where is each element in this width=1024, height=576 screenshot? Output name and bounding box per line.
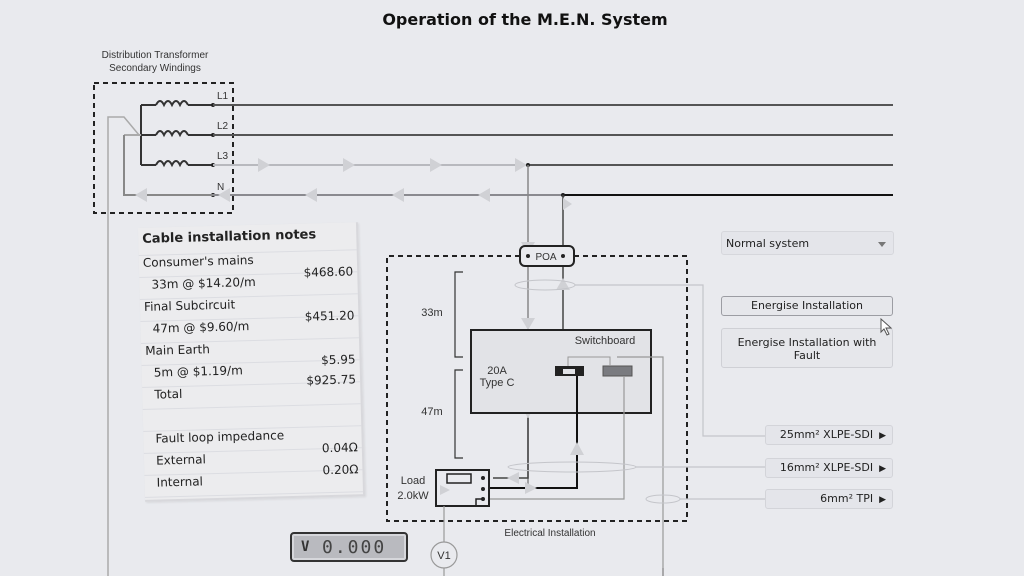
page-title: Operation of the M.E.N. System — [382, 10, 668, 29]
system-mode-select[interactable]: Normal system — [721, 231, 894, 255]
earth-bar — [602, 365, 633, 377]
notes-title: Cable installation notes — [142, 227, 317, 247]
load-label: Load — [401, 475, 425, 487]
main-earth-conductor — [107, 116, 140, 576]
terminal-n: N — [217, 182, 224, 193]
notes-row-label: 33m @ $14.20/m — [151, 274, 256, 292]
play-arrow-icon: ▶ — [879, 495, 886, 505]
current-arrows-l3 — [258, 158, 527, 172]
energise-fault-label-line1: Energise Installation with — [737, 336, 877, 349]
meter-unit: V — [301, 539, 310, 555]
cable-label: 6mm² TPI — [820, 492, 874, 505]
notes-row-label: Main Earth — [145, 342, 211, 358]
notes-row-label: 47m @ $9.60/m — [152, 319, 250, 336]
voltmeter-label: V1 — [437, 550, 450, 562]
notes-row-value: $451.20 — [304, 308, 355, 324]
current-arrows-neutral — [135, 188, 490, 202]
poa-box — [519, 245, 575, 267]
notes-row-label: Consumer's mains — [142, 252, 254, 270]
installation-boundary — [386, 255, 688, 522]
system-mode-value: Normal system — [726, 237, 810, 250]
breaker-type: Type C — [480, 377, 515, 389]
fault-row-value: 0.04Ω — [321, 440, 358, 456]
mouse-cursor-icon — [880, 318, 893, 336]
fault-row-value: 0.20Ω — [322, 462, 359, 478]
neutral-star-link — [123, 135, 213, 196]
poa-label: POA — [535, 252, 556, 263]
energise-fault-label-line2: Fault — [793, 349, 821, 362]
final-subcircuit-earth — [483, 376, 625, 500]
fault-loop-title: Fault loop impedance — [155, 428, 285, 446]
length-consumer-mains: 33m — [421, 307, 442, 319]
cable-label: 25mm² XLPE-SDI — [779, 428, 874, 441]
notes-row-value: $925.75 — [306, 372, 357, 388]
fault-row-label: External — [155, 452, 207, 468]
cable-label: 16mm² XLPE-SDI — [779, 461, 874, 474]
load-power: 2.0kW — [397, 490, 429, 502]
cable-installation-notes: Cable installation notes Consumer's main… — [138, 222, 366, 502]
notes-row-value: $5.95 — [320, 352, 356, 368]
play-arrow-icon: ▶ — [879, 431, 886, 441]
final-subcircuit-active — [493, 418, 529, 479]
notes-row-label: 5m @ $1.19/m — [153, 363, 243, 380]
terminal-l2: L2 — [217, 121, 229, 132]
load-element — [446, 473, 472, 484]
voltmeter-display: V 0.000 — [290, 532, 408, 562]
chevron-down-icon — [878, 242, 886, 247]
transformer-box — [93, 82, 234, 214]
length-final-subcircuit: 47m — [421, 406, 442, 418]
terminal-l3: L3 — [217, 151, 229, 162]
fault-row-label: Internal — [156, 474, 204, 490]
notes-row-label: Final Subcircuit — [143, 297, 236, 314]
energise-with-fault-button[interactable]: Energise Installation with Fault — [721, 328, 893, 368]
transformer-label-line2: Secondary Windings — [109, 63, 201, 74]
voltmeter-v1[interactable] — [430, 541, 458, 569]
notes-row-value: $468.60 — [303, 264, 354, 280]
breaker-rating: 20A — [487, 365, 507, 377]
final-subcircuit-neutral — [483, 376, 578, 489]
cable-select-final-subcircuit[interactable]: 16mm² XLPE-SDI ▶ — [765, 458, 893, 478]
switchboard-label: Switchboard — [575, 335, 636, 347]
energise-installation-label: Energise Installation — [751, 299, 863, 312]
cable-select-consumer-mains[interactable]: 25mm² XLPE-SDI ▶ — [765, 425, 893, 445]
transformer-windings — [124, 100, 213, 168]
cable-select-main-earth[interactable]: 6mm² TPI ▶ — [765, 489, 893, 509]
play-arrow-icon: ▶ — [879, 464, 886, 474]
cable-leader-consumer-mains — [575, 284, 766, 437]
installation-label: Electrical Installation — [504, 528, 595, 539]
terminal-l1: L1 — [217, 91, 229, 102]
notes-row-label: Total — [154, 386, 183, 402]
transformer-label-line1: Distribution Transformer — [102, 50, 209, 61]
energise-installation-button[interactable]: Energise Installation — [721, 296, 893, 316]
meter-value: 0.000 — [322, 537, 387, 558]
